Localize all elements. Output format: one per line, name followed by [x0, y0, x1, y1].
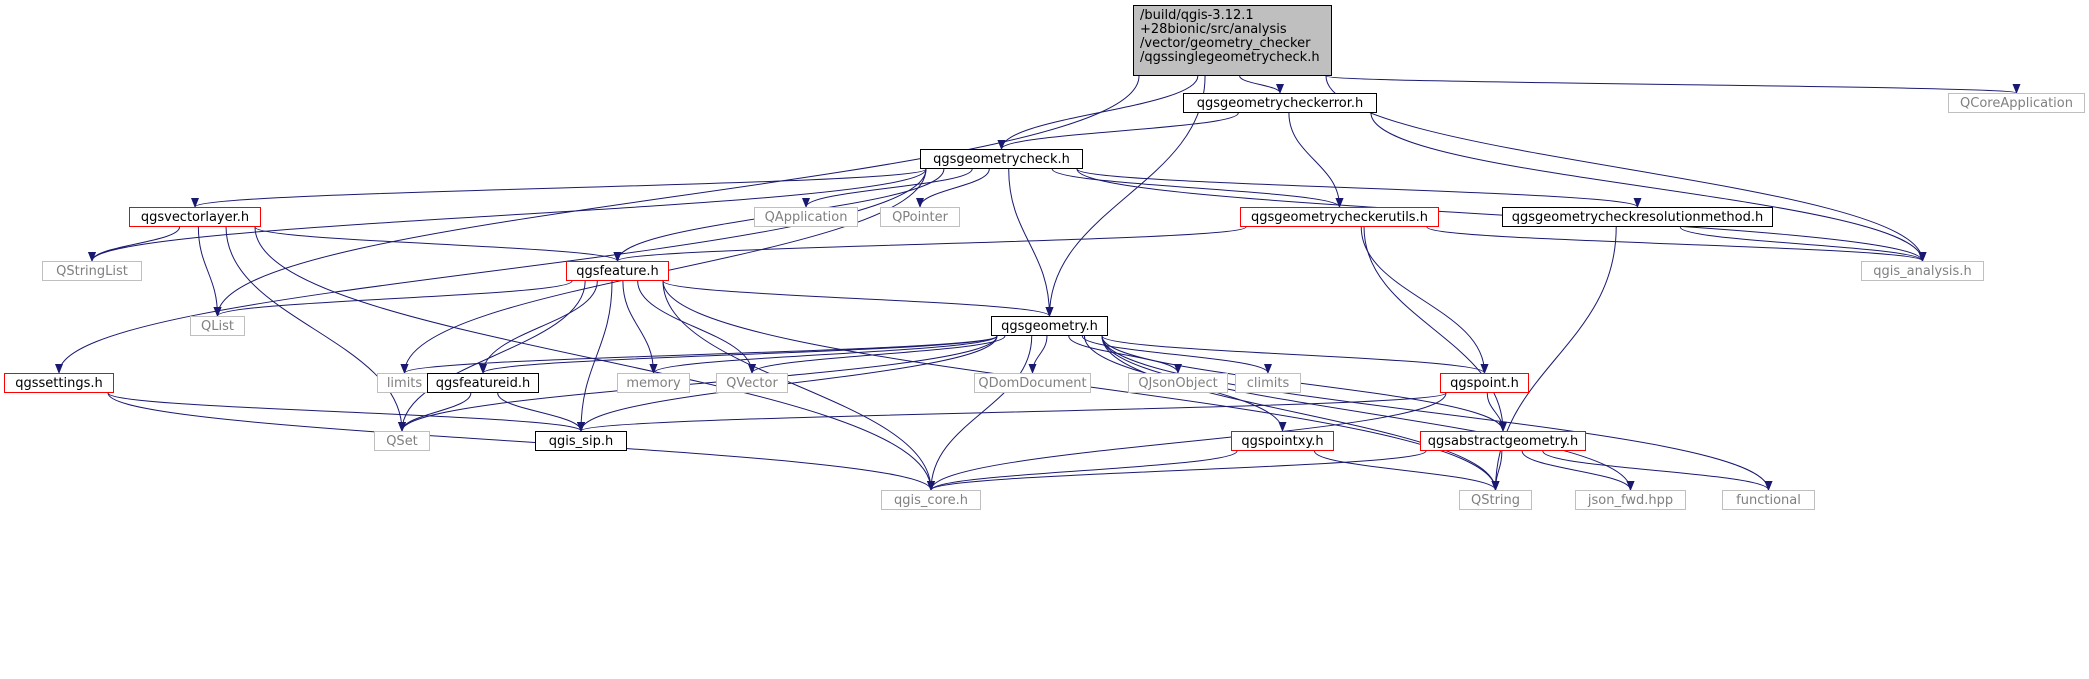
node-qgsresmethod[interactable]: qgsgeometrycheckresolutionmethod.h	[1502, 207, 1773, 227]
node-qgsvectorlayer[interactable]: qgsvectorlayer.h	[129, 207, 261, 227]
edge-qgsgeomcheck-to-qgssettings	[55, 168, 927, 374]
edge-qgsgeometry-to-qgspoint	[1101, 335, 1489, 374]
edge-qgsgeometry-to-qgsabsgeom	[1101, 335, 1507, 432]
node-qgisanalysis[interactable]: qgis_analysis.h	[1861, 261, 1984, 281]
edge-qgsvectorlayer-to-qset	[225, 226, 406, 432]
edge-qgsfeature-to-qgissip	[577, 280, 613, 432]
edge-root-to-qgisanalysis	[1325, 75, 1927, 262]
node-jsonfwd[interactable]: json_fwd.hpp	[1575, 490, 1686, 510]
edge-qgsfeature-to-qgsgeometry	[662, 280, 1054, 317]
edge-qgsgeomcheck-to-qpointer	[916, 168, 990, 208]
edge-qgspoint-to-qgsabsgeom	[1486, 392, 1507, 432]
node-qdomdoc[interactable]: QDomDocument	[974, 373, 1091, 393]
node-qpointer[interactable]: QPointer	[880, 207, 960, 227]
edge-qgsgeomcheck-to-qgscheckerutils	[1051, 168, 1344, 208]
edge-qgsgeometry-to-qgissip	[577, 335, 998, 432]
edge-qgsabsgeom-to-qgiscore	[927, 450, 1427, 491]
edge-qgssettings-to-qgiscore	[107, 392, 935, 491]
edge-qgscheckerutils-to-qgspoint	[1360, 226, 1489, 374]
edge-qgsgeometry-to-functional	[1101, 335, 1773, 491]
root-line-3: /vector/geometry_checker	[1140, 36, 1311, 51]
edge-qgsgeometry-to-qdomdoc	[1028, 335, 1048, 374]
edge-qgspoint-to-qgiscore	[927, 392, 1447, 491]
edge-qgsgeometry-to-qgsfeatureid	[479, 335, 998, 374]
node-qgscheckerutils[interactable]: qgsgeometrycheckerutils.h	[1240, 207, 1439, 227]
node-qcoreapp[interactable]: QCoreApplication	[1948, 93, 2085, 113]
node-climits[interactable]: climits	[1235, 373, 1301, 393]
edge-qgscheckerutils-to-qgsfeature	[613, 226, 1247, 262]
node-qgscheckerror[interactable]: qgsgeometrycheckerror.h	[1183, 93, 1377, 113]
edge-qgscheckerutils-to-qgsabsgeom	[1363, 226, 1507, 432]
edge-qgsgeomcheck-to-qgsgeometry	[1008, 168, 1054, 317]
edge-qgsfeature-to-memory	[622, 280, 658, 374]
edge-qgscheckerutils-to-qgisanalysis	[1426, 226, 1927, 262]
edge-qgsgeometry-to-climits	[1081, 335, 1272, 374]
edge-qgscheckerror-to-qgsgeomcheck	[997, 112, 1239, 150]
node-qgsgeometry[interactable]: qgsgeometry.h	[991, 316, 1108, 336]
edge-qgssettings-to-qgissip	[107, 392, 585, 432]
edge-qgscheckerror-to-qgisanalysis	[1370, 112, 1927, 262]
node-qgissip[interactable]: qgis_sip.h	[535, 431, 627, 451]
edge-qgsgeometry-to-qset	[398, 335, 998, 432]
edge-qgsgeomcheck-to-qgisanalysis	[1076, 168, 1927, 262]
node-qlist[interactable]: QList	[190, 316, 245, 336]
edge-qgsabsgeom-to-jsonfwd	[1521, 450, 1635, 491]
edge-root-to-qcoreapp	[1325, 75, 2020, 94]
root-line-1: /build/qgis-3.12.1	[1140, 8, 1254, 23]
node-limits[interactable]: limits	[377, 373, 432, 393]
edge-qgsgeometry-to-memory	[649, 335, 998, 374]
edge-layer	[55, 75, 2020, 491]
edge-qgspointxy-to-qstring	[1313, 450, 1500, 491]
node-root-file[interactable]: /build/qgis-3.12.1 +28bionic/src/analysi…	[1133, 5, 1332, 76]
edge-root-to-qgscheckerror	[1239, 75, 1284, 94]
edge-qgsabsgeom-to-functional	[1542, 450, 1773, 491]
node-qstring[interactable]: QString	[1459, 490, 1532, 510]
node-qgspointxy[interactable]: qgspointxy.h	[1231, 431, 1334, 451]
node-qgsfeature[interactable]: qgsfeature.h	[566, 261, 669, 281]
edge-qgsfeature-to-qset	[398, 280, 586, 432]
node-qgspoint[interactable]: qgspoint.h	[1440, 373, 1529, 393]
edge-qgsfeatureid-to-qset	[398, 392, 472, 432]
edge-qgsvectorlayer-to-qgsfeature	[254, 226, 622, 262]
node-qjsonobj[interactable]: QJsonObject	[1128, 373, 1228, 393]
edge-qgsvectorlayer-to-qstringlist	[88, 226, 181, 262]
node-qapplication[interactable]: QApplication	[754, 207, 858, 227]
edge-qgsfeature-to-qgiscore	[662, 280, 935, 491]
edge-qgsgeomcheck-to-qgsvectorlayer	[191, 168, 927, 208]
edge-root-to-qlist	[213, 75, 1140, 317]
edge-qgspointxy-to-qgiscore	[927, 450, 1238, 491]
edge-qgsfeature-to-qvector	[637, 280, 756, 374]
node-qset[interactable]: QSet	[374, 431, 430, 451]
node-functional[interactable]: functional	[1722, 490, 1815, 510]
edge-qgscheckerror-to-qgscheckerutils	[1288, 112, 1344, 208]
edge-qgsabsgeom-to-qstring	[1491, 450, 1503, 491]
node-qgsfeatureid[interactable]: qgsfeatureid.h	[427, 373, 539, 393]
edge-qgsvectorlayer-to-qlist	[197, 226, 222, 317]
edge-root-to-qgsgeometry	[1045, 75, 1206, 317]
edge-qgsgeometry-to-jsonfwd	[1101, 335, 1635, 491]
edge-qgsgeomcheck-to-qapplication	[802, 168, 973, 208]
root-line-2: +28bionic/src/analysis	[1140, 22, 1287, 37]
root-line-4: /qgssinglegeometrycheck.h	[1140, 50, 1320, 65]
edge-qgsgeomcheck-to-qgsresmethod	[1076, 168, 1642, 208]
node-qgsgeomcheck[interactable]: qgsgeometrycheck.h	[920, 149, 1083, 169]
node-memory[interactable]: memory	[617, 373, 690, 393]
node-qstringlist[interactable]: QStringList	[42, 261, 142, 281]
edge-qgsgeomcheck-to-qstringlist	[88, 168, 927, 262]
node-qgiscore[interactable]: qgis_core.h	[881, 490, 981, 510]
node-qgsabsgeom[interactable]: qgsabstractgeometry.h	[1420, 431, 1586, 451]
edge-qgsfeature-to-qgsfeatureid	[479, 280, 598, 374]
edge-qgspoint-to-qgissip	[577, 392, 1447, 432]
node-qgssettings[interactable]: qgssettings.h	[4, 373, 114, 393]
edge-qgsgeometry-to-qjsonobj	[1068, 335, 1182, 374]
edge-qgsgeometry-to-qstring	[1101, 335, 1500, 491]
edge-qgsresmethod-to-qgisanalysis	[1679, 226, 1927, 262]
edge-qgsfeature-to-qlist	[213, 280, 573, 317]
edge-qgsgeometry-to-limits	[400, 335, 998, 374]
node-qvector[interactable]: QVector	[716, 373, 788, 393]
